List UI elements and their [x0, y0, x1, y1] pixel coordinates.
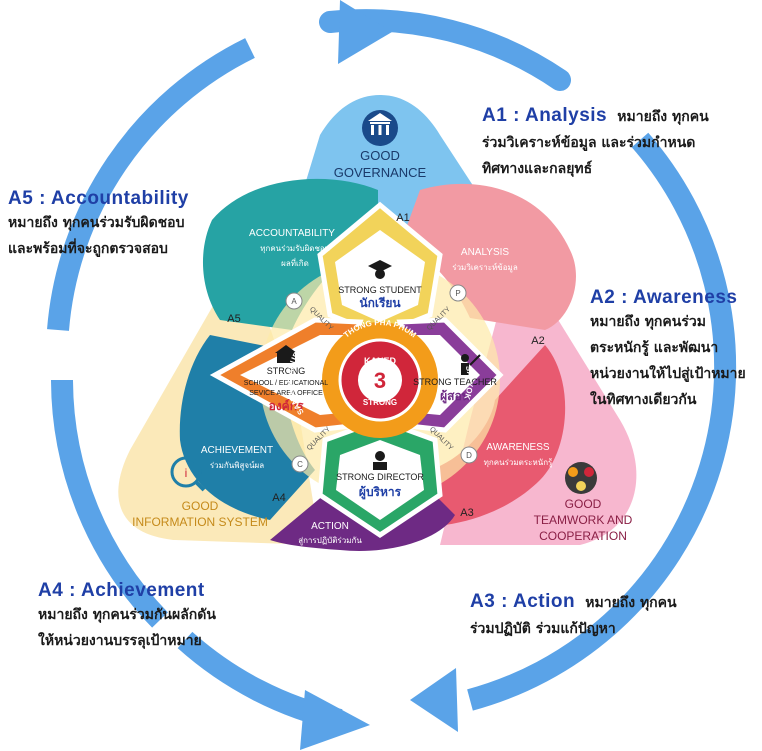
strong-student-th: นักเรียน: [359, 296, 401, 310]
strong-director-en: STRONG DIRECTOR: [336, 472, 424, 482]
petal-analysis-en: ANALYSIS: [461, 247, 509, 258]
quality-letter-c: C: [297, 460, 303, 469]
a3-annotation: A3 : Action หมายถึง ทุกคน ร่วมปฏิบัติ ร่…: [470, 590, 677, 642]
quality-letter-p: P: [455, 289, 460, 298]
governance-line-1: GOOD: [360, 148, 400, 163]
a2-annotation: A2 : Awareness หมายถึง ทุกคนร่วม ตระหนัก…: [590, 287, 746, 413]
petal-action-en: ACTION: [311, 521, 349, 532]
inner-diamonds: [209, 201, 504, 539]
info-search-icon: i: [170, 456, 206, 492]
school-building-icon: [275, 345, 297, 363]
graduate-icon: [368, 260, 392, 279]
strong-office-th: องค์กร: [269, 399, 304, 413]
tag-a1: A1: [396, 212, 409, 224]
svg-text:i: i: [185, 466, 188, 480]
a3-title-suffix: หมายถึง ทุกคน: [585, 595, 677, 611]
a1-annotation: A1 : Analysis หมายถึง ทุกคน ร่วมวิเคราะห…: [482, 104, 709, 182]
strong-teacher-th: ผู้สอน: [440, 389, 471, 404]
a4-line-1: หมายถึง ทุกคนร่วมกันผลักดัน: [38, 607, 216, 623]
petal-accountability-th-1: ทุกคนร่วมรับผิดชอบ: [260, 244, 330, 253]
teamwork-line-1: GOOD: [565, 497, 602, 511]
strong-director-th: ผู้บริหาร: [359, 485, 402, 500]
quality-letters: [285, 284, 478, 473]
petal-awareness-en: AWARENESS: [486, 442, 549, 453]
a2-line-1: หมายถึง ทุกคนร่วม: [590, 314, 706, 330]
strong-office-line-1: STRONG: [267, 366, 306, 376]
petals: [179, 178, 576, 551]
a1-title-suffix: หมายถึง ทุกคน: [617, 109, 709, 125]
tag-a5: A5: [227, 313, 240, 325]
petal-achievement-th: ร่วมกันพิสูจน์ผล: [210, 460, 264, 471]
center-number: 3: [374, 368, 386, 393]
a3-line-1: ร่วมปฏิบัติ ร่วมแก้ปัญหา: [470, 621, 616, 637]
a2-line-2: ตระหนักรู้ และพัฒนา: [590, 340, 719, 356]
a2-line-4: ในทิศทางเดียวกัน: [590, 392, 697, 408]
strong-office-line-3: SEVICE AREA OFFICE: [249, 390, 323, 397]
ring-label-right: SAI YOK: [462, 365, 474, 401]
center-top-label: KANED: [364, 356, 397, 366]
cycle-arrow: [47, 0, 737, 750]
teamwork-icon: [565, 462, 597, 494]
petal-awareness: [430, 345, 566, 525]
quality-letter-a: A: [291, 297, 297, 306]
arrow-head-top: [338, 0, 392, 64]
tag-a3: A3: [460, 507, 473, 519]
strong-office-line-2: SCHOOL / EDUCATIONAL: [244, 380, 329, 387]
a5-line-1: หมายถึง ทุกคนร่วมรับผิดชอบ: [8, 215, 185, 231]
petal-analysis-th: ร่วมวิเคราะห์ข้อมูล: [452, 262, 518, 273]
petal-achievement-en: ACHIEVEMENT: [201, 445, 273, 456]
a2-line-3: หน่วยงานให้ไปสู่เป้าหมาย: [590, 366, 746, 382]
a5-title: A5 : Accountability: [8, 188, 189, 209]
petal-analysis: [400, 183, 576, 330]
petal-accountability: [202, 178, 378, 330]
strong-teacher-en: STRONG TEACHER: [413, 377, 497, 387]
information-line-1: GOOD: [182, 499, 219, 513]
a4-title: A4 : Achievement: [38, 580, 205, 601]
a3-title: A3 : Action: [470, 591, 576, 612]
petal-awareness-th: ทุกคนร่วมตระหนักรู้: [484, 458, 553, 468]
a1-line-2: ทิศทางและกลยุทธ์: [482, 161, 593, 177]
a1-line-1: ร่วมวิเคราะห์ข้อมูล และร่วมกำหนด: [482, 135, 696, 151]
governance-line-2: GOVERNANCE: [334, 165, 427, 180]
a5-annotation: A5 : Accountability หมายถึง ทุกคนร่วมรับ…: [8, 188, 189, 262]
a4-annotation: A4 : Achievement หมายถึง ทุกคนร่วมกันผลั…: [38, 580, 216, 654]
director-icon: [373, 451, 387, 470]
tag-a4: A4: [272, 492, 285, 504]
center-bottom-label: STRONG: [363, 398, 397, 407]
teamwork-line-3: COOPERATION: [539, 529, 627, 543]
teamwork-line-2: TEAMWORK AND: [534, 513, 633, 527]
petal-action-th: สู่การปฏิบัติร่วมกัน: [298, 536, 362, 546]
information-line-2: INFORMATION SYSTEM: [132, 515, 268, 529]
quality-letter-d: D: [466, 451, 472, 460]
a4-line-2: ให้หน่วยงานบรรลุเป้าหมาย: [38, 633, 202, 649]
arrow-head-bottom: [410, 668, 458, 732]
a5-line-2: และพร้อมที่จะถูกตรวจสอบ: [8, 241, 168, 257]
arrow-head-bottom-left: [300, 690, 370, 750]
diamond-director-inner: [336, 440, 424, 520]
a1-title: A1 : Analysis: [482, 105, 608, 126]
center-number-bg: [358, 358, 402, 402]
center-hub: [322, 322, 438, 438]
petal-accountability-en: ACCOUNTABILITY: [249, 228, 335, 239]
teacher-icon: [461, 354, 481, 375]
a2-title: A2 : Awareness: [590, 287, 738, 308]
petal-accountability-th-2: ผลที่เกิด: [281, 257, 309, 268]
tag-a2: A2: [531, 335, 544, 347]
strong-student-en: STRONG STUDENT: [338, 285, 422, 295]
bank-icon: [362, 110, 398, 146]
